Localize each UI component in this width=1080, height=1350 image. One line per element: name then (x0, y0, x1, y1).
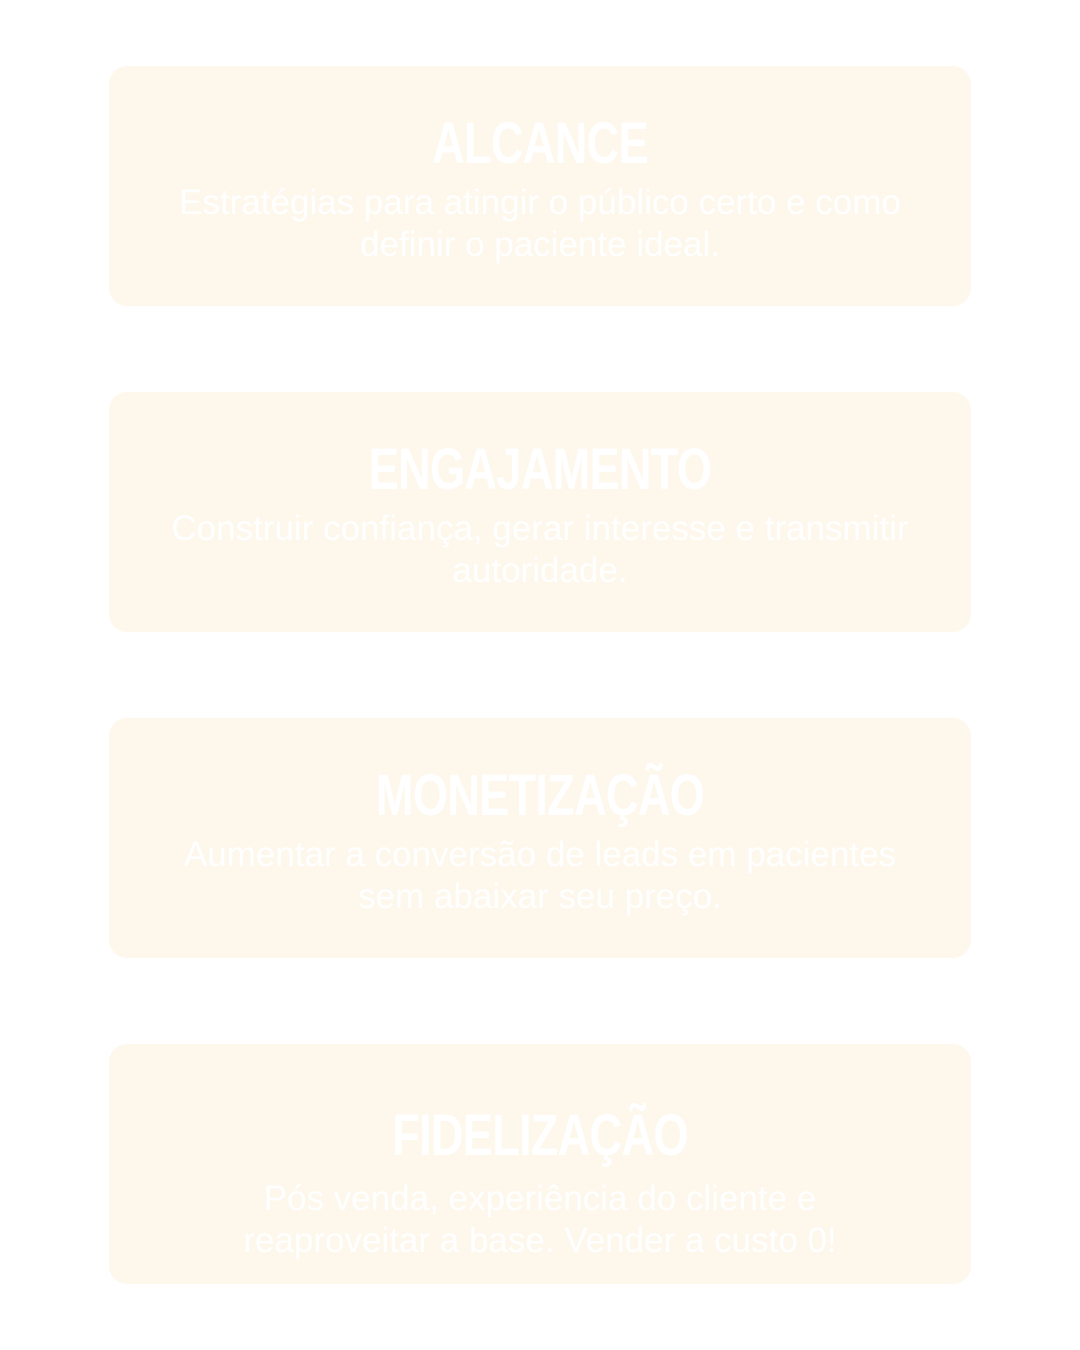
card-alcance: ALCANCE Estratégias para atingir o públi… (109, 66, 971, 306)
card-engajamento: ENGAJAMENTO Construir confiança, gerar i… (109, 392, 971, 632)
card-monetizacao: MONETIZAÇÃO Aumentar a conversão de lead… (109, 718, 971, 958)
card-title: ALCANCE (432, 111, 648, 176)
card-description: Aumentar a conversão de leads em pacient… (183, 835, 897, 916)
card-fidelizacao: FIDELIZAÇÃO Pós venda, experiência do cl… (109, 1044, 971, 1284)
card-description: Pós venda, experiência do cliente e reap… (243, 1179, 837, 1260)
card-description: Construir confiança, gerar interesse e t… (171, 509, 909, 590)
card-title: ENGAJAMENTO (368, 437, 712, 502)
card-description: Estratégias para atingir o público certo… (179, 183, 901, 264)
card-title: MONETIZAÇÃO (375, 763, 705, 828)
card-title: FIDELIZAÇÃO (392, 1103, 688, 1168)
